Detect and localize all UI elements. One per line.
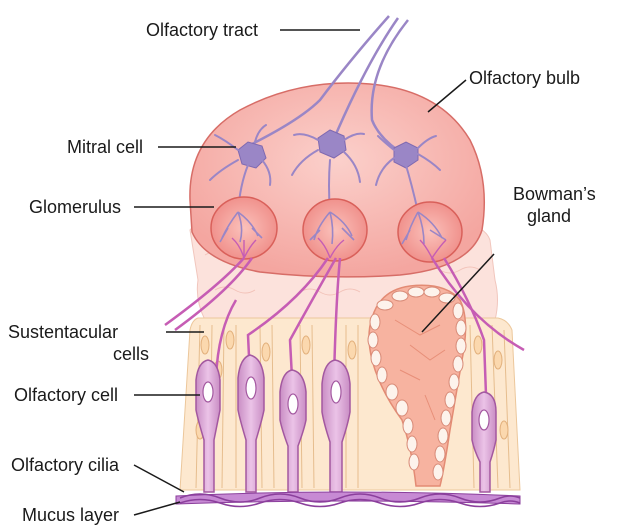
bowmans-gland-lumen (394, 319, 446, 421)
leader-olfactory-bulb (427, 79, 467, 113)
label-bowmans-line1: Bowman’s (513, 184, 596, 204)
olfactory-cell-nuclei (202, 376, 490, 431)
label-olfactory-cilia: Olfactory cilia (11, 455, 120, 475)
mitral-cells (237, 129, 419, 169)
glomeruli (210, 196, 463, 263)
label-sustentacular-line2: cells (113, 344, 150, 364)
olfactory-cell-2 (237, 354, 265, 493)
mucus-layer (175, 491, 521, 505)
olfactory-cell-1 (195, 359, 221, 493)
label-olfactory-cell: Olfactory cell (14, 385, 119, 405)
bowmans-gland-cells (367, 286, 467, 481)
label-sustentacular-line1: Sustentacular (8, 322, 119, 342)
glomerulus-2 (302, 198, 368, 262)
label-bowmans-line2: gland (527, 206, 572, 226)
olfactory-cell-5 (471, 391, 497, 493)
leader-bowmans-gland (421, 253, 495, 333)
glomerulus-3 (397, 201, 463, 263)
glomerulus-axon-tufts (231, 237, 447, 259)
mitral-dendrites (209, 124, 441, 213)
olfactory-cells (195, 354, 497, 493)
leader-lines (133, 29, 495, 516)
label-mucus-layer: Mucus layer (22, 505, 120, 525)
label-olfactory-tract: Olfactory tract (146, 20, 259, 40)
leader-olfactory-cilia (133, 464, 185, 493)
glomerulus-tufts (219, 211, 447, 245)
label-olfactory-bulb: Olfactory bulb (469, 68, 581, 88)
leader-mucus-layer (133, 501, 181, 516)
olfactory-tract (249, 15, 409, 157)
label-mitral-cell: Mitral cell (67, 137, 144, 157)
label-glomerulus: Glomerulus (29, 197, 122, 217)
olfactory-cilia (179, 493, 521, 508)
